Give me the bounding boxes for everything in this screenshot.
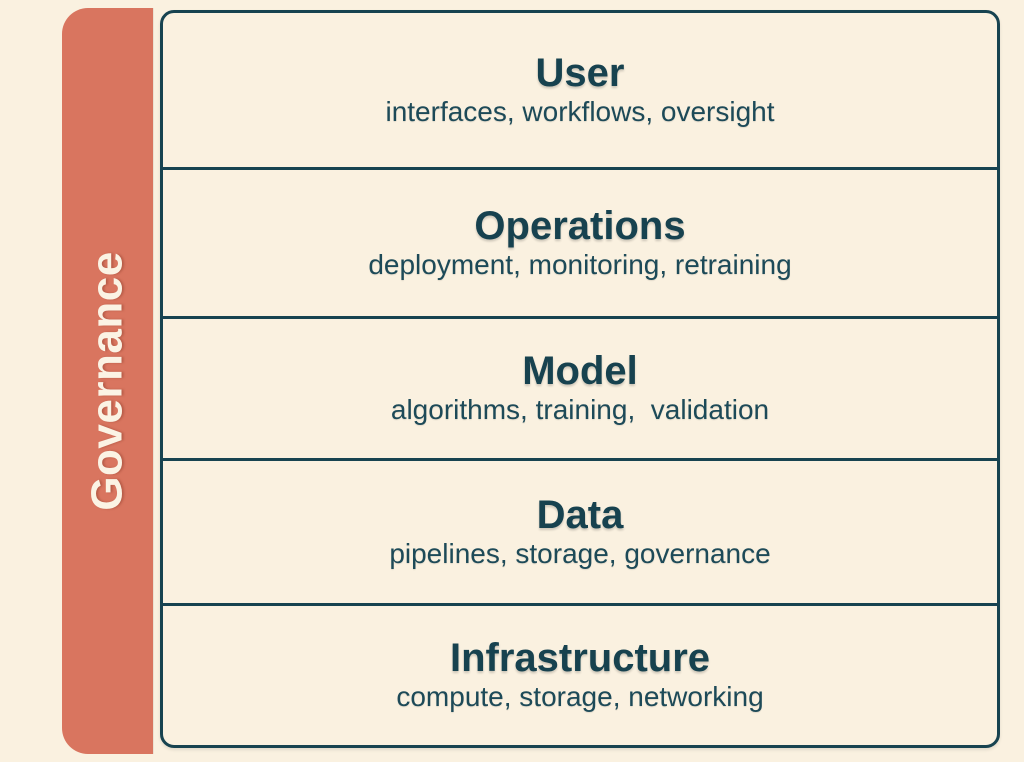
governance-label: Governance (82, 251, 132, 511)
layer-title-user: User (535, 50, 625, 95)
layer-row-user[interactable]: User interfaces, workflows, oversight (163, 13, 997, 170)
layer-title-data: Data (536, 492, 624, 537)
layer-subtitle-user: interfaces, workflows, oversight (385, 95, 775, 127)
layer-row-data[interactable]: Data pipelines, storage, governance (163, 461, 997, 606)
layer-subtitle-data: pipelines, storage, governance (389, 537, 771, 569)
layer-subtitle-operations: deployment, monitoring, retraining (368, 248, 792, 280)
layer-title-model: Model (522, 349, 638, 394)
layer-row-operations[interactable]: Operations deployment, monitoring, retra… (163, 170, 997, 319)
layer-title-operations: Operations (474, 203, 686, 248)
layer-row-infrastructure[interactable]: Infrastructure compute, storage, network… (163, 606, 997, 745)
governance-label-wrapper: Governance (62, 8, 153, 754)
layer-stack-panel: User interfaces, workflows, oversight Op… (160, 10, 1000, 748)
layer-title-infrastructure: Infrastructure (449, 636, 711, 681)
layer-subtitle-infrastructure: compute, storage, networking (396, 681, 764, 713)
layer-subtitle-model: algorithms, training, validation (390, 394, 770, 426)
governance-sidebar-bar: Governance (62, 8, 153, 754)
layer-row-model[interactable]: Model algorithms, training, validation (163, 319, 997, 461)
